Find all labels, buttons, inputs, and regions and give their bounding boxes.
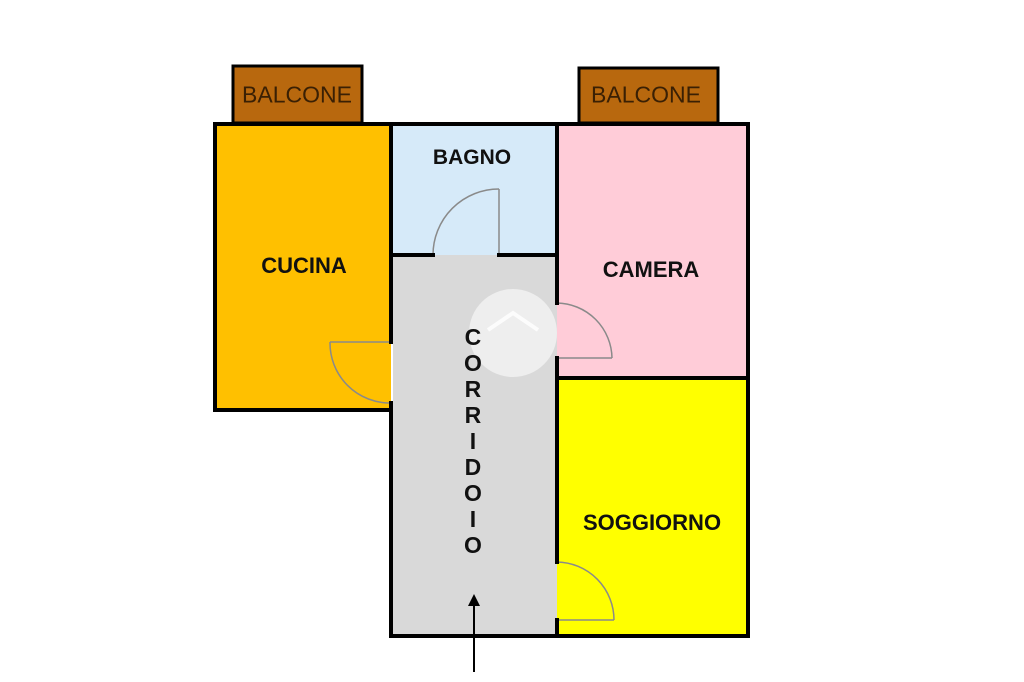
entrance-arrow-icon	[468, 594, 480, 672]
balcony-left-label: BALCONE	[242, 81, 352, 108]
balcony-right-label: BALCONE	[591, 81, 701, 108]
room-camera	[557, 124, 748, 378]
door-swings	[329, 188, 615, 621]
door-swing-soggiorno	[556, 561, 615, 621]
corridoio-letter: R	[464, 402, 482, 428]
corridoio-letter: D	[464, 454, 482, 480]
room-label-bagno: BAGNO	[432, 146, 512, 169]
door-swing-camera	[556, 302, 613, 359]
corridoio-letter: C	[464, 324, 482, 350]
corridoio-letter: O	[464, 480, 482, 506]
room-cucina	[215, 124, 391, 410]
room-label-soggiorno: SOGGIORNO	[582, 510, 722, 535]
room-soggiorno	[557, 378, 748, 636]
corridoio-letter: O	[464, 350, 482, 376]
watermark-home-icon	[469, 289, 557, 377]
corridoio-letter: O	[464, 532, 482, 558]
door-swing-cucina	[329, 341, 392, 404]
corridoio-letter: I	[469, 428, 477, 454]
room-label-camera: CAMERA	[602, 257, 700, 282]
walls	[213, 122, 750, 638]
room-label-cucina: CUCINA	[261, 253, 347, 278]
door-swing-bagno	[432, 188, 500, 256]
balcony-left	[231, 64, 364, 125]
corridoio-letter: R	[464, 376, 482, 402]
wall-cucina-outer	[213, 122, 393, 412]
corridoio-letter: I	[469, 506, 477, 532]
room-bagno	[391, 124, 557, 255]
